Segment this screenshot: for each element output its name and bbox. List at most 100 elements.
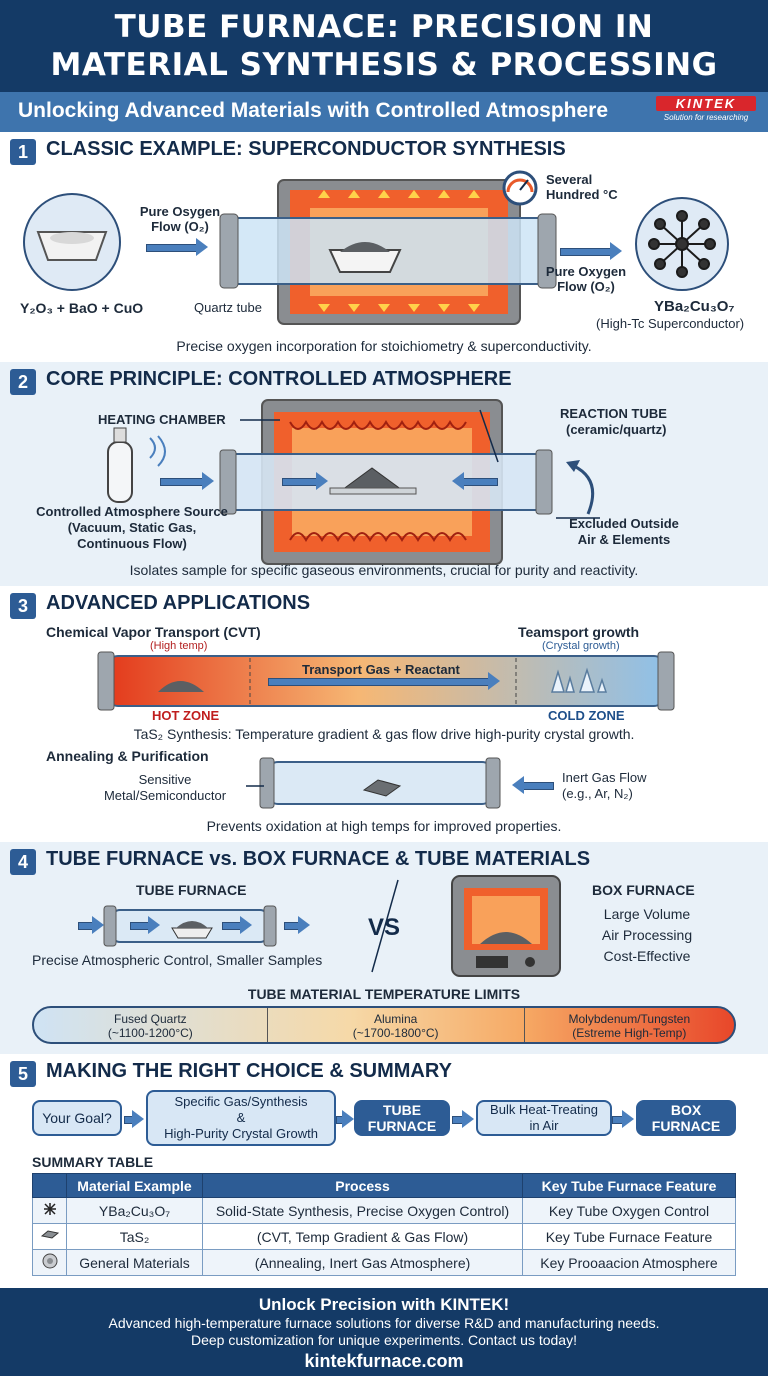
vs-label: VS <box>368 914 401 941</box>
table-cell: (CVT, Temp Gradient & Gas Flow) <box>202 1223 523 1250</box>
column-header: Material Example <box>66 1173 203 1198</box>
table-cell: Key Tube Furnace Feature <box>522 1223 736 1250</box>
tube-gas-out-arrow <box>284 916 310 934</box>
section-title-text: MAKING THE RIGHT CHOICE & SUMMARY <box>46 1060 452 1082</box>
result-tube-furnace: TUBE FURNACE <box>354 1100 450 1136</box>
option-bulk-heat-treating: Bulk Heat-Treating in Air <box>476 1100 612 1136</box>
material-range: (~1700-1800°C) <box>352 1026 439 1040</box>
result-line-2: FURNACE <box>651 1118 721 1134</box>
limit-molybdenum-tungsten: Molybdenum/Tungsten (Estreme High-Temp) <box>525 1008 734 1042</box>
header-banner: TUBE FURNACE: PRECISION IN MATERIAL SYNT… <box>0 0 768 92</box>
source-line-1: Controlled Atmosphere Source <box>36 504 228 519</box>
gas-flow-arrow-in <box>282 472 328 490</box>
crystal-structure-icon <box>32 1197 67 1224</box>
hot-zone-label: HOT ZONE <box>152 708 220 723</box>
column-header: Key Tube Furnace Feature <box>522 1173 736 1198</box>
result-box-furnace: BOX FURNACE <box>636 1100 736 1136</box>
footer-line-2: Deep customization for unique experiment… <box>191 1332 577 1348</box>
superconductor-diagram <box>23 170 729 325</box>
temperature-limits-title: TUBE MATERIAL TEMPERATURE LIMITS <box>247 986 521 1002</box>
source-line-2: (Vacuum, Static Gas, <box>67 520 197 535</box>
option-line-1: Specific Gas/Synthesis <box>174 1094 308 1109</box>
source-line-3: Continuous Flow) <box>77 536 187 551</box>
inert-line-1: Inert Gas Flow <box>562 770 647 785</box>
sensitive-line-1: Sensitive <box>138 772 192 787</box>
section-title-text: CLASSIC EXAMPLE: SUPERCONDUCTOR SYNTHESI… <box>46 138 566 160</box>
result-line-1: TUBE <box>382 1102 422 1118</box>
table-cell: TaS₂ <box>66 1223 203 1250</box>
section-4-title: 4 TUBE FURNACE vs. BOX FURNACE & TUBE MAT… <box>10 848 590 875</box>
kintek-logo: KINTEK Solution for researching <box>656 96 756 128</box>
inert-gas-label: Inert Gas Flow (e.g., Ar, N₂) <box>562 770 647 802</box>
excluded-air-label: Excluded Outside Air & Elements <box>556 516 692 548</box>
product-formula: YBa₂Cu₃O₇ <box>654 298 735 315</box>
title-line-1: TUBE FURNACE: PRECISION IN <box>114 9 654 45</box>
goal-node: Your Goal? <box>32 1100 122 1136</box>
gas-inflow-label: Pure Osygen Flow (O₂) <box>139 204 221 234</box>
logo-wordmark: KINTEK <box>656 96 756 111</box>
temperature-limit-bar: Fused Quartz (~1100-1200°C) Alumina (~17… <box>32 1006 736 1044</box>
box-feature-3: Cost-Effective <box>603 948 691 964</box>
atmosphere-diagram <box>107 399 600 565</box>
footer-headline: Unlock Precision with KINTEK! <box>258 1295 510 1314</box>
high-temp-note: (High temp) <box>150 640 208 652</box>
material-name: Molybdenum/Tungsten <box>568 1012 691 1026</box>
box-furnace-features: Large Volume Air Processing Cost-Effecti… <box>582 904 712 967</box>
sensitive-material-label: Sensitive Metal/Semiconductor <box>90 772 240 804</box>
section-furnace-comparison: 4 TUBE FURNACE vs. BOX FURNACE & TUBE MAT… <box>0 842 768 1054</box>
table-row: General Materials (Annealing, Inert Gas … <box>32 1249 736 1276</box>
box-feature-2: Air Processing <box>601 927 693 943</box>
section-3-caption: Prevents oxidation at high temps for imp… <box>206 818 562 834</box>
section-number: 5 <box>10 1061 36 1087</box>
table-cell: (Annealing, Inert Gas Atmosphere) <box>202 1249 523 1276</box>
section-title-text: TUBE FURNACE vs. BOX FURNACE & TUBE MATE… <box>46 848 591 870</box>
quartz-tube-label: Quartz tube <box>194 300 262 315</box>
limit-alumina: Alumina (~1700-1800°C) <box>268 1008 525 1042</box>
logo-tagline: Solution for researching <box>663 113 749 122</box>
option-line-2: & <box>236 1110 246 1125</box>
crystal-icons <box>550 667 608 693</box>
tube-gas-mid-arrow <box>130 916 160 934</box>
atmosphere-source-label: Controlled Atmosphere Source (Vacuum, St… <box>14 504 250 552</box>
gas-cylinder-icon <box>107 441 133 503</box>
table-cell: General Materials <box>66 1249 203 1276</box>
section-number: 4 <box>10 849 36 875</box>
material-name: Fused Quartz <box>113 1012 187 1026</box>
table-row: YBa₂Cu₃O₇ Solid-State Synthesis, Precise… <box>32 1197 736 1224</box>
transport-label: Transport Gas + Reactant <box>302 662 460 677</box>
flow-arrow-2 <box>336 1110 354 1128</box>
flow-arrow-1 <box>124 1110 144 1128</box>
material-name: Alumina <box>373 1012 418 1026</box>
sample-boat-icon <box>328 249 402 273</box>
tube-gas-mid2-arrow <box>222 916 252 934</box>
option-line-1: Bulk Heat-Treating <box>490 1102 598 1117</box>
gas-feed-arrow <box>160 472 214 490</box>
excluded-line-2: Air & Elements <box>577 532 671 547</box>
oxygen-out-arrow <box>560 242 622 260</box>
cold-zone-label: COLD ZONE <box>548 708 625 723</box>
table-cell: YBa₂Cu₃O₇ <box>66 1197 203 1224</box>
flow-arrow-3 <box>452 1110 474 1128</box>
cvt-heading: Chemical Vapor Transport (CVT) <box>46 624 261 640</box>
section-1-caption: Precise oxygen incorporation for stoichi… <box>176 338 592 354</box>
flow-arrow-4 <box>612 1110 634 1128</box>
semiconductor-sample-icon <box>362 779 402 797</box>
footer-banner: Unlock Precision with KINTEK! Advanced h… <box>0 1288 768 1376</box>
tube-gas-in-arrow <box>78 916 104 934</box>
table-cell: Solid-State Synthesis, Precise Oxygen Co… <box>202 1197 523 1224</box>
option-line-3: High-Purity Crystal Growth <box>164 1126 318 1141</box>
result-line-2: FURNACE <box>367 1118 437 1134</box>
annealing-heading: Annealing & Purification <box>46 748 209 764</box>
material-range: (Estreme High-Temp) <box>572 1026 687 1040</box>
footer-website-link[interactable]: kintekfurnace.com <box>304 1351 464 1371</box>
table-cell: Key Tube Oxygen Control <box>522 1197 736 1224</box>
column-header: Process <box>202 1173 523 1198</box>
option-line-2: in Air <box>529 1118 559 1133</box>
oxygen-in-arrow <box>146 238 208 256</box>
cvt-caption: TaS₂ Synthesis: Temperature gradient & g… <box>133 726 635 742</box>
table-row: TaS₂ (CVT, Temp Gradient & Gas Flow) Key… <box>32 1223 736 1250</box>
